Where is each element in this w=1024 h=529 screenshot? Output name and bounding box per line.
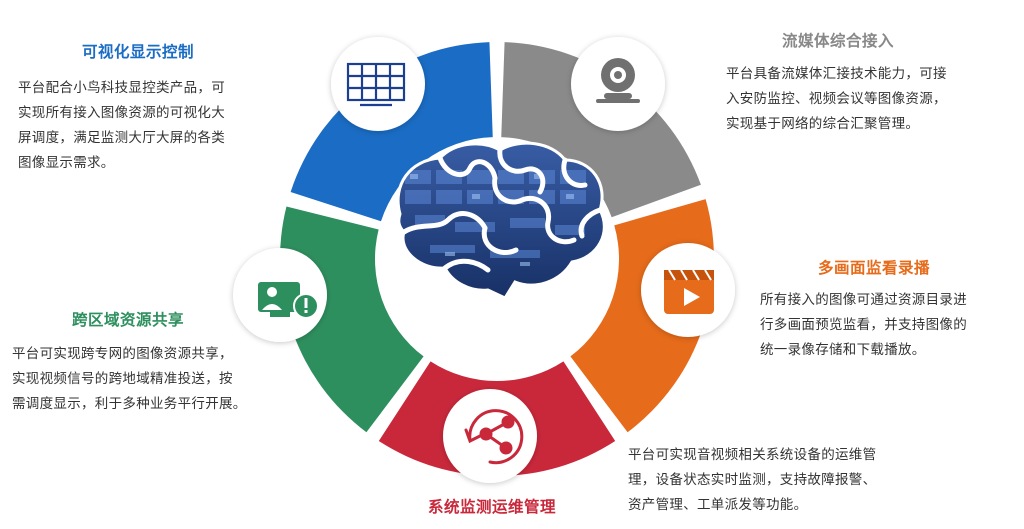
- stream-description: 平台具备流媒体汇接技术能力，可接 入安防监控、视频会议等图像资源， 实现基于网络…: [726, 62, 1016, 137]
- share-title: 跨区域资源共享: [72, 311, 185, 329]
- visual-description: 平台配合小鸟科技显控类产品，可 实现所有接入图像资源的可视化大 屏调度，满足监测…: [18, 76, 288, 176]
- desc-line: 屏调度，满足监测大厅大屏的各类: [18, 130, 225, 146]
- record-description: 所有接入的图像可通过资源目录进 行多画面预览监看，并支持图像的 统一录像存储和下…: [760, 288, 1022, 363]
- ring-segment-visual: [290, 42, 493, 222]
- desc-line: 实现基于网络的综合汇聚管理。: [726, 116, 920, 132]
- desc-line: 平台配合小鸟科技显控类产品，可: [18, 80, 225, 96]
- desc-line: 行多画面预览监看，并支持图像的: [760, 317, 967, 333]
- ring-segment-share: [280, 206, 424, 433]
- desc-line: 统一录像存储和下载播放。: [760, 342, 926, 358]
- screen-share-alert-icon: [258, 282, 319, 319]
- share-description: 平台可实现跨专网的图像资源共享， 实现视频信号的跨地域精准投送，按 需调度显示，…: [12, 342, 292, 417]
- stream-title: 流媒体综合接入: [782, 32, 895, 50]
- desc-line: 平台具备流媒体汇接技术能力，可接: [726, 66, 947, 82]
- ops-description: 平台可实现音视频相关系统设备的运维管 理，设备状态实时监测，支持故障报警、 资产…: [628, 443, 948, 518]
- visual-title: 可视化显示控制: [82, 43, 195, 61]
- ring-segment-stream: [501, 42, 701, 218]
- desc-line: 资产管理、工单派发等功能。: [628, 497, 808, 513]
- refresh-share-icon: [464, 409, 524, 465]
- desc-line: 理，设备状态实时监测，支持故障报警、: [628, 472, 877, 488]
- desc-line: 需调度显示，利于多种业务平行开展。: [12, 396, 247, 412]
- webcam-icon: [596, 58, 640, 103]
- desc-line: 实现所有接入图像资源的可视化大: [18, 105, 225, 121]
- desc-line: 平台可实现音视频相关系统设备的运维管: [628, 447, 877, 463]
- video-clapper-icon: [664, 269, 714, 314]
- desc-line: 平台可实现跨专网的图像资源共享，: [12, 346, 233, 362]
- ops-title: 系统监测运维管理: [428, 498, 557, 516]
- desc-line: 入安防监控、视频会议等图像资源，: [726, 91, 947, 107]
- video-wall-icon: [346, 62, 406, 107]
- desc-line: 实现视频信号的跨地域精准投送，按: [12, 371, 233, 387]
- icon-circle-visual: [331, 37, 425, 131]
- record-title: 多画面监看录播: [818, 259, 931, 277]
- desc-line: 所有接入的图像可通过资源目录进: [760, 292, 967, 308]
- desc-line: 图像显示需求。: [18, 155, 115, 171]
